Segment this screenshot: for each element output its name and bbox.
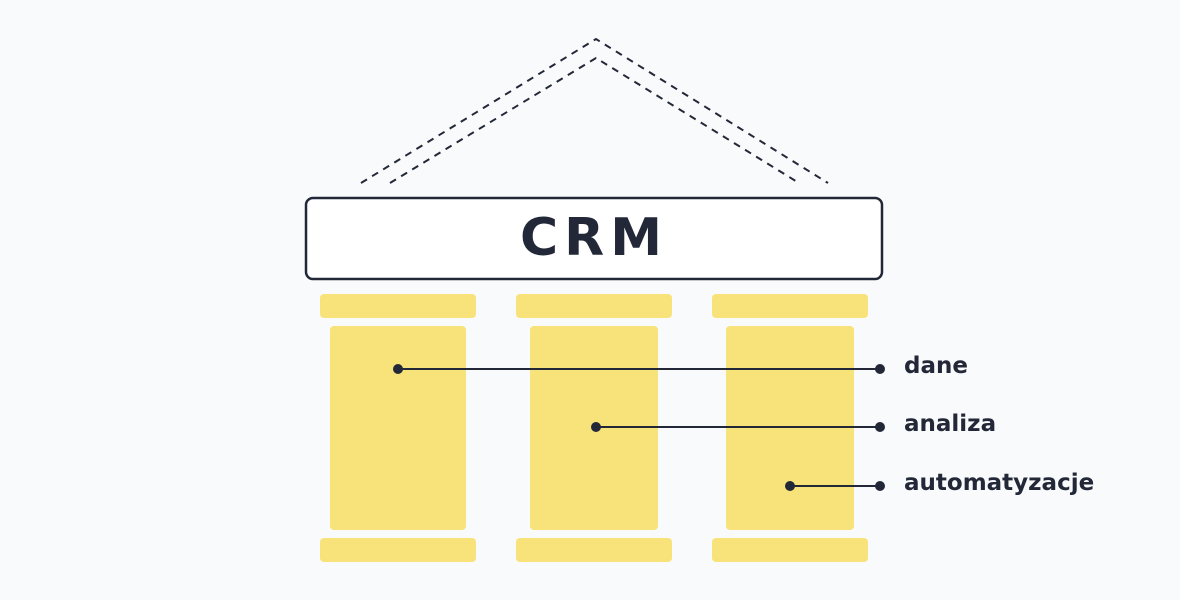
dot-analiza-end [875,422,885,432]
pillar-3-base [712,538,868,562]
dot-dane-end [875,364,885,374]
dot-automatyzacje-start [785,481,795,491]
pillar-2-capital [516,294,672,318]
pillar-2-base [516,538,672,562]
pillar-3-capital [712,294,868,318]
label-automatyzacje: automatyzacje [904,470,1095,496]
crm-banner [304,196,884,281]
roof [360,37,829,184]
label-analiza: analiza [904,411,997,437]
dot-analiza-start [591,422,601,432]
pillar-1-base [320,538,476,562]
label-dane: dane [904,353,968,379]
dot-automatyzacje-end [875,481,885,491]
crm-title: CRM [520,208,668,268]
roof-outer-line [360,37,829,184]
roof-inner-line [389,56,800,184]
dot-dane-start [393,364,403,374]
pillar-1-capital [320,294,476,318]
pillar-1-shaft [330,326,466,530]
